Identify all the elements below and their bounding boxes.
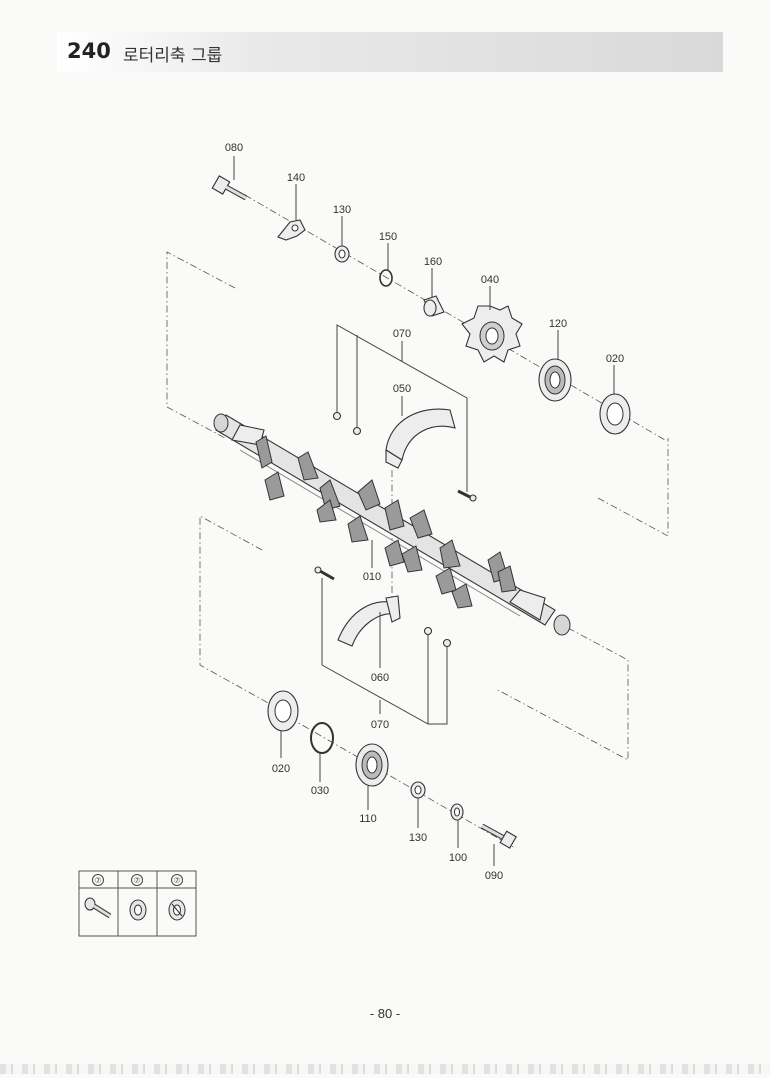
right-assembly-line-upper — [597, 438, 669, 537]
legend-washer-icon — [129, 899, 147, 921]
legend-cell-1: ⑦ — [94, 876, 101, 885]
bolt-080 — [211, 175, 248, 201]
nut-upper-2 — [352, 426, 362, 436]
bolt-upper-small — [457, 489, 477, 502]
nut-lower-2 — [442, 638, 452, 648]
legend-cell-3: ⑦ — [173, 876, 180, 885]
bearing-120 — [538, 358, 572, 402]
label-130-bottom: 130 — [409, 832, 427, 844]
label-070-bottom: 070 — [371, 719, 389, 731]
group-number: 240 — [67, 39, 111, 63]
label-110: 110 — [359, 813, 377, 825]
label-100: 100 — [449, 852, 467, 864]
label-060: 060 — [371, 672, 389, 684]
legend-cell-2: ⑦ — [133, 876, 140, 885]
label-030: 030 — [311, 785, 329, 797]
ring-150 — [379, 269, 393, 287]
label-150: 150 — [379, 231, 397, 243]
bearing-110 — [355, 743, 389, 787]
page-number: - 80 - — [369, 1006, 401, 1021]
left-assembly-line-lower — [199, 515, 271, 705]
label-090: 090 — [485, 870, 503, 882]
label-020-right: 020 — [606, 353, 624, 365]
seal-020-right — [599, 393, 631, 435]
scan-edge-strip — [0, 1064, 770, 1074]
lock-plate-140 — [277, 219, 306, 241]
circlip-030 — [310, 722, 334, 754]
sprocket-040 — [461, 305, 523, 363]
tine-060 — [337, 601, 395, 647]
tine-060-base — [385, 595, 401, 623]
label-130-top: 130 — [333, 204, 351, 216]
bolt-090 — [480, 823, 517, 849]
legend-bolt-icon — [84, 897, 112, 919]
bolt-lower-small — [314, 566, 335, 581]
label-040: 040 — [481, 274, 499, 286]
label-020-left: 020 — [272, 763, 290, 775]
rotary-shaft-010 — [213, 413, 571, 636]
group-header: 240 로터리축 그룹 — [57, 32, 723, 72]
label-080: 080 — [225, 142, 243, 154]
label-140: 140 — [287, 172, 305, 184]
tine-050 — [385, 408, 456, 461]
torque-icon-2 — [131, 874, 143, 886]
legend-spring-washer-icon — [168, 899, 186, 921]
label-010: 010 — [363, 571, 381, 583]
torque-icon-3 — [171, 874, 183, 886]
seal-020-left — [267, 690, 299, 732]
collar-160 — [423, 295, 445, 317]
left-assembly-line-upper — [166, 251, 236, 439]
upper-centerline — [244, 194, 666, 441]
nut-upper-1 — [332, 411, 342, 421]
label-070-top: 070 — [393, 328, 411, 340]
nut-lower-1 — [423, 626, 433, 636]
group-title: 로터리축 그룹 — [123, 46, 223, 66]
torque-legend-table: ⑦ ⑦ ⑦ — [78, 870, 197, 937]
label-120: 120 — [549, 318, 567, 330]
label-050: 050 — [393, 383, 411, 395]
torque-icon-1 — [92, 874, 104, 886]
tine-050-base — [385, 449, 403, 469]
right-assembly-line-lower — [497, 627, 629, 761]
lower-centerline — [289, 717, 516, 849]
label-160: 160 — [424, 256, 442, 268]
